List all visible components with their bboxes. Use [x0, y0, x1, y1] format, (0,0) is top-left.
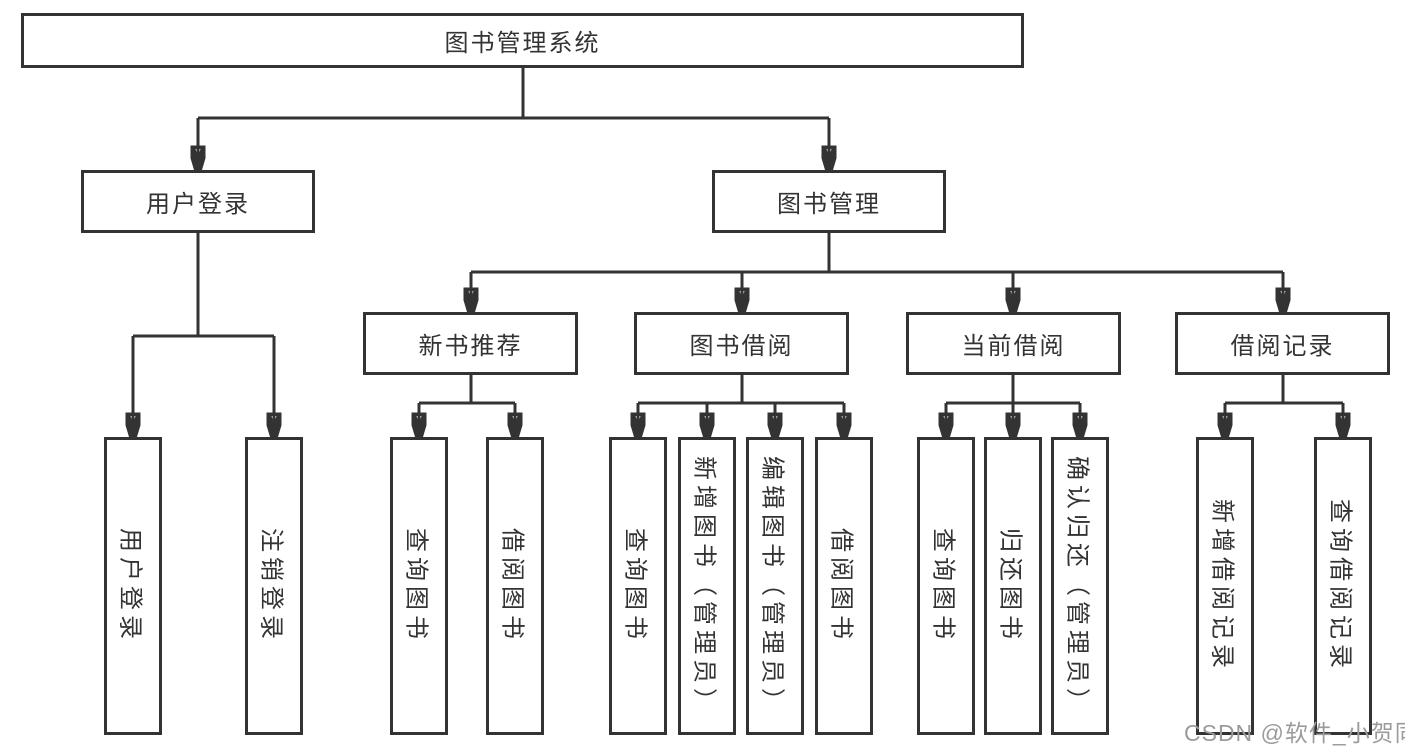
node-new-book-recommend: 新书推荐 [363, 312, 578, 375]
leaf-label: 借阅图书 [827, 528, 855, 644]
leaf-add-borrow-record: 新增借阅记录 [1196, 437, 1254, 735]
edges-new-book-recommend [419, 375, 515, 436]
leaf-label: 新增图书（管理员） [690, 455, 718, 717]
leaf-user-login: 用户登录 [104, 437, 162, 735]
edges-borrow-records [1225, 375, 1343, 436]
leaf-label: 查询借阅记录 [1326, 499, 1354, 673]
node-new-book-recommend-label: 新书推荐 [418, 333, 523, 360]
node-current-borrow: 当前借阅 [906, 312, 1121, 375]
leaf-query-borrow-record: 查询借阅记录 [1314, 437, 1372, 735]
leaf-label: 查询图书 [402, 528, 430, 644]
leaf-query-books-borrow: 查询图书 [609, 437, 667, 735]
leaf-add-books-admin: 新增图书（管理员） [678, 437, 736, 735]
leaf-query-books-newrec: 查询图书 [390, 437, 448, 735]
node-book-management: 图书管理 [712, 170, 946, 233]
node-borrow-records: 借阅记录 [1175, 312, 1390, 375]
node-root: 图书管理系统 [21, 13, 1024, 68]
leaf-label: 借阅图书 [498, 528, 526, 644]
leaf-borrow-books: 借阅图书 [815, 437, 873, 735]
node-root-label: 图书管理系统 [444, 30, 601, 57]
leaf-borrow-books-newrec: 借阅图书 [486, 437, 544, 735]
node-borrow-records-label: 借阅记录 [1230, 333, 1335, 360]
node-user-login-label: 用户登录 [146, 191, 250, 218]
node-user-login: 用户登录 [81, 170, 315, 233]
edges-book-borrow [638, 375, 844, 436]
edges-current-borrow [946, 375, 1080, 436]
node-book-borrow-label: 图书借阅 [689, 333, 794, 360]
edges-root [198, 68, 829, 169]
leaf-return-books: 归还图书 [984, 437, 1042, 735]
leaf-label: 用户登录 [116, 528, 144, 644]
leaf-label: 查询图书 [621, 528, 649, 644]
csdn-watermark: CSDN @软件_小贺同学 [1184, 720, 1405, 746]
leaf-label: 归还图书 [996, 528, 1024, 644]
leaf-label: 查询图书 [929, 528, 957, 644]
node-book-management-label: 图书管理 [777, 191, 881, 218]
leaf-logout: 注销登录 [245, 437, 303, 735]
edges-user-login [133, 233, 274, 436]
node-current-borrow-label: 当前借阅 [961, 333, 1066, 360]
leaf-query-books-current: 查询图书 [917, 437, 975, 735]
leaf-label: 确认归还（管理员） [1063, 455, 1091, 717]
edges-book-management [471, 233, 1283, 311]
leaf-confirm-return-admin: 确认归还（管理员） [1051, 437, 1109, 735]
leaf-label: 新增借阅记录 [1208, 499, 1236, 673]
leaf-edit-books-admin: 编辑图书（管理员） [746, 437, 804, 735]
leaf-label: 编辑图书（管理员） [758, 455, 786, 717]
node-book-borrow: 图书借阅 [634, 312, 849, 375]
leaf-label: 注销登录 [257, 528, 285, 644]
